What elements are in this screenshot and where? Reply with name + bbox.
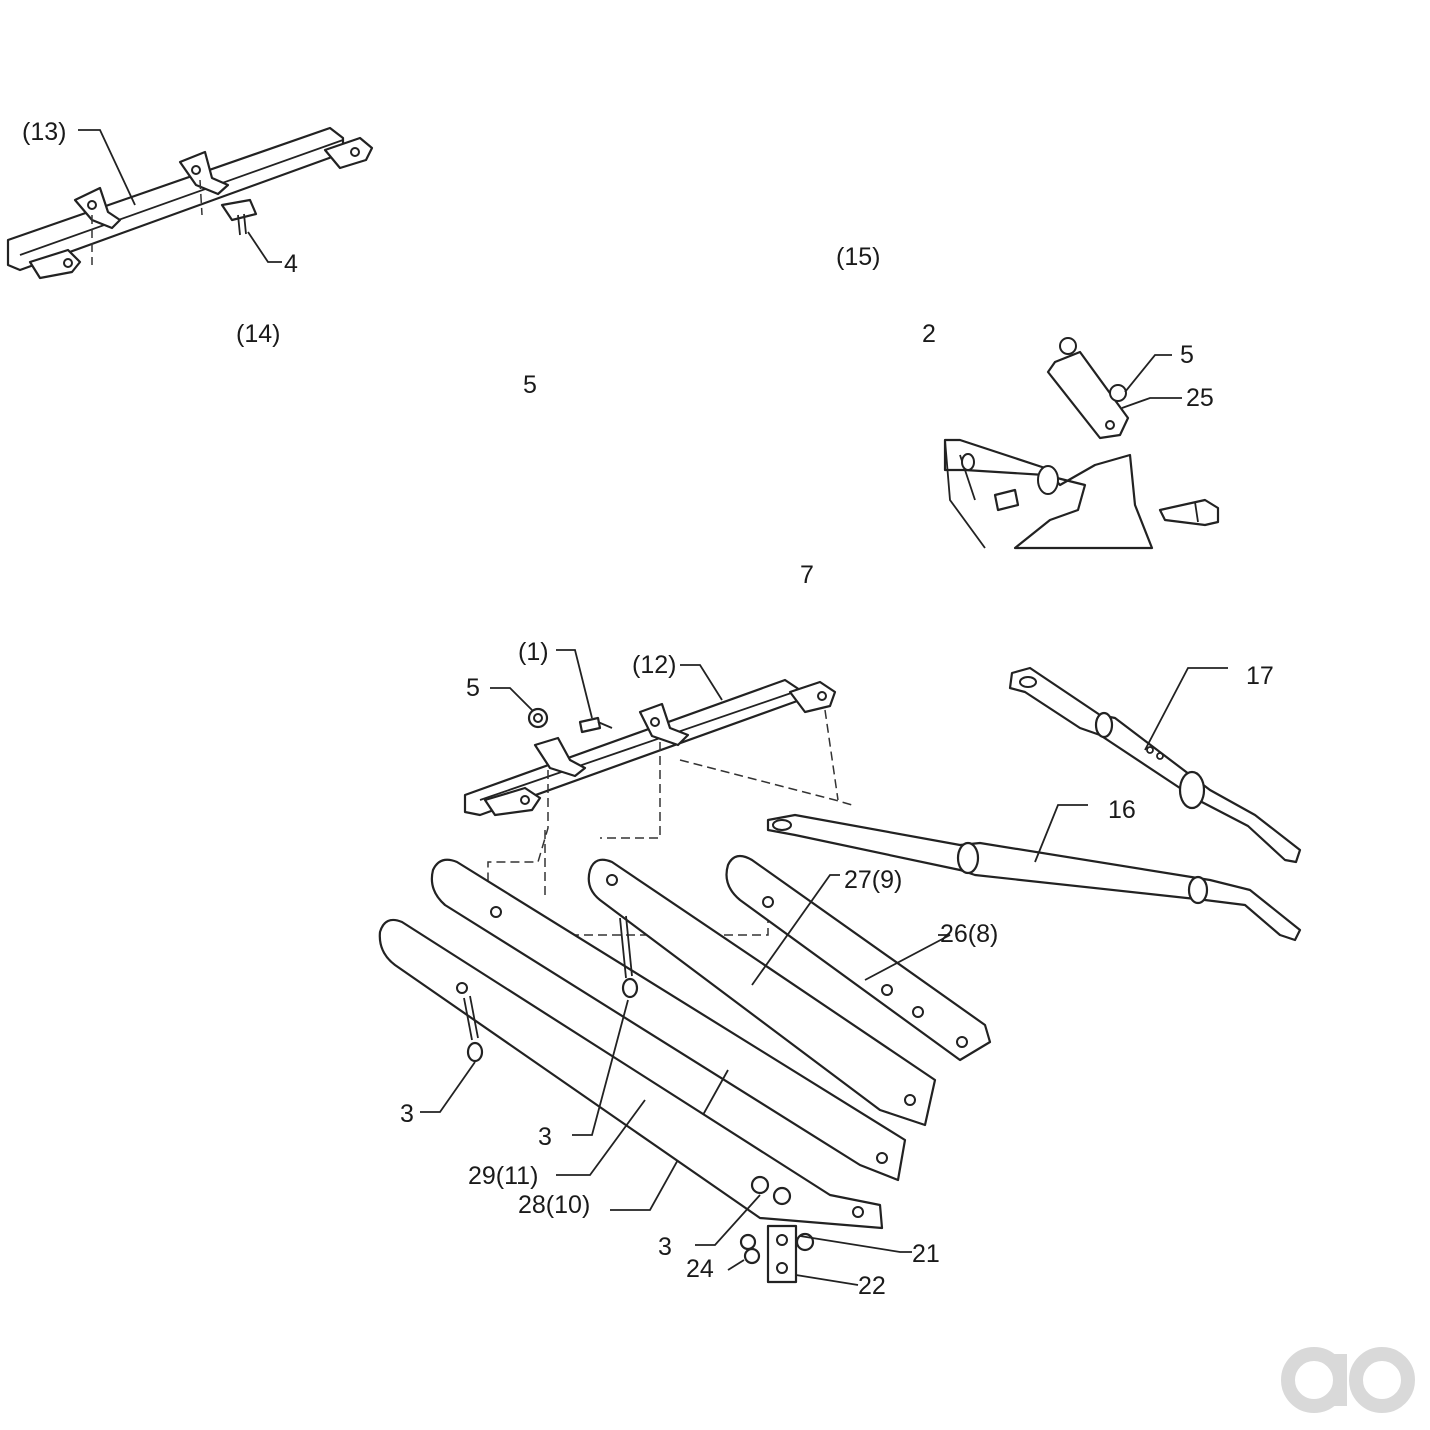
label-22: 22 xyxy=(858,1272,886,1300)
bracket-assembly-drawing xyxy=(943,337,1220,550)
label-3-left: 3 xyxy=(400,1100,414,1128)
label-27-9: 27(9) xyxy=(844,866,902,894)
label-7: 7 xyxy=(800,561,814,589)
rail-12-drawing xyxy=(463,649,853,936)
label-25: 25 xyxy=(1186,384,1214,412)
label-12: (12) xyxy=(632,651,676,679)
label-13: (13) xyxy=(22,118,66,146)
tines-drawing xyxy=(378,854,992,1286)
rail-13-drawing xyxy=(6,126,374,280)
label-16: 16 xyxy=(1108,796,1136,824)
label-3-middle: 3 xyxy=(538,1123,552,1151)
watermark-logo xyxy=(1281,1347,1415,1413)
label-17: 17 xyxy=(1246,662,1274,690)
label-4: 4 xyxy=(284,250,298,278)
label-5-right: 5 xyxy=(1180,341,1194,369)
label-26-8: 26(8) xyxy=(940,920,998,948)
label-14: (14) xyxy=(236,320,280,348)
label-28-10: 28(10) xyxy=(518,1191,590,1219)
label-5-mid: 5 xyxy=(466,674,480,702)
tie-rods-drawing xyxy=(766,666,1302,942)
label-24: 24 xyxy=(686,1255,714,1283)
label-1: (1) xyxy=(518,638,549,666)
label-5-top: 5 xyxy=(523,371,537,399)
label-15: (15) xyxy=(836,243,880,271)
label-21: 21 xyxy=(912,1240,940,1268)
label-29-11: 29(11) xyxy=(468,1162,538,1190)
label-3-bottom: 3 xyxy=(658,1233,672,1261)
label-2: 2 xyxy=(922,320,936,348)
